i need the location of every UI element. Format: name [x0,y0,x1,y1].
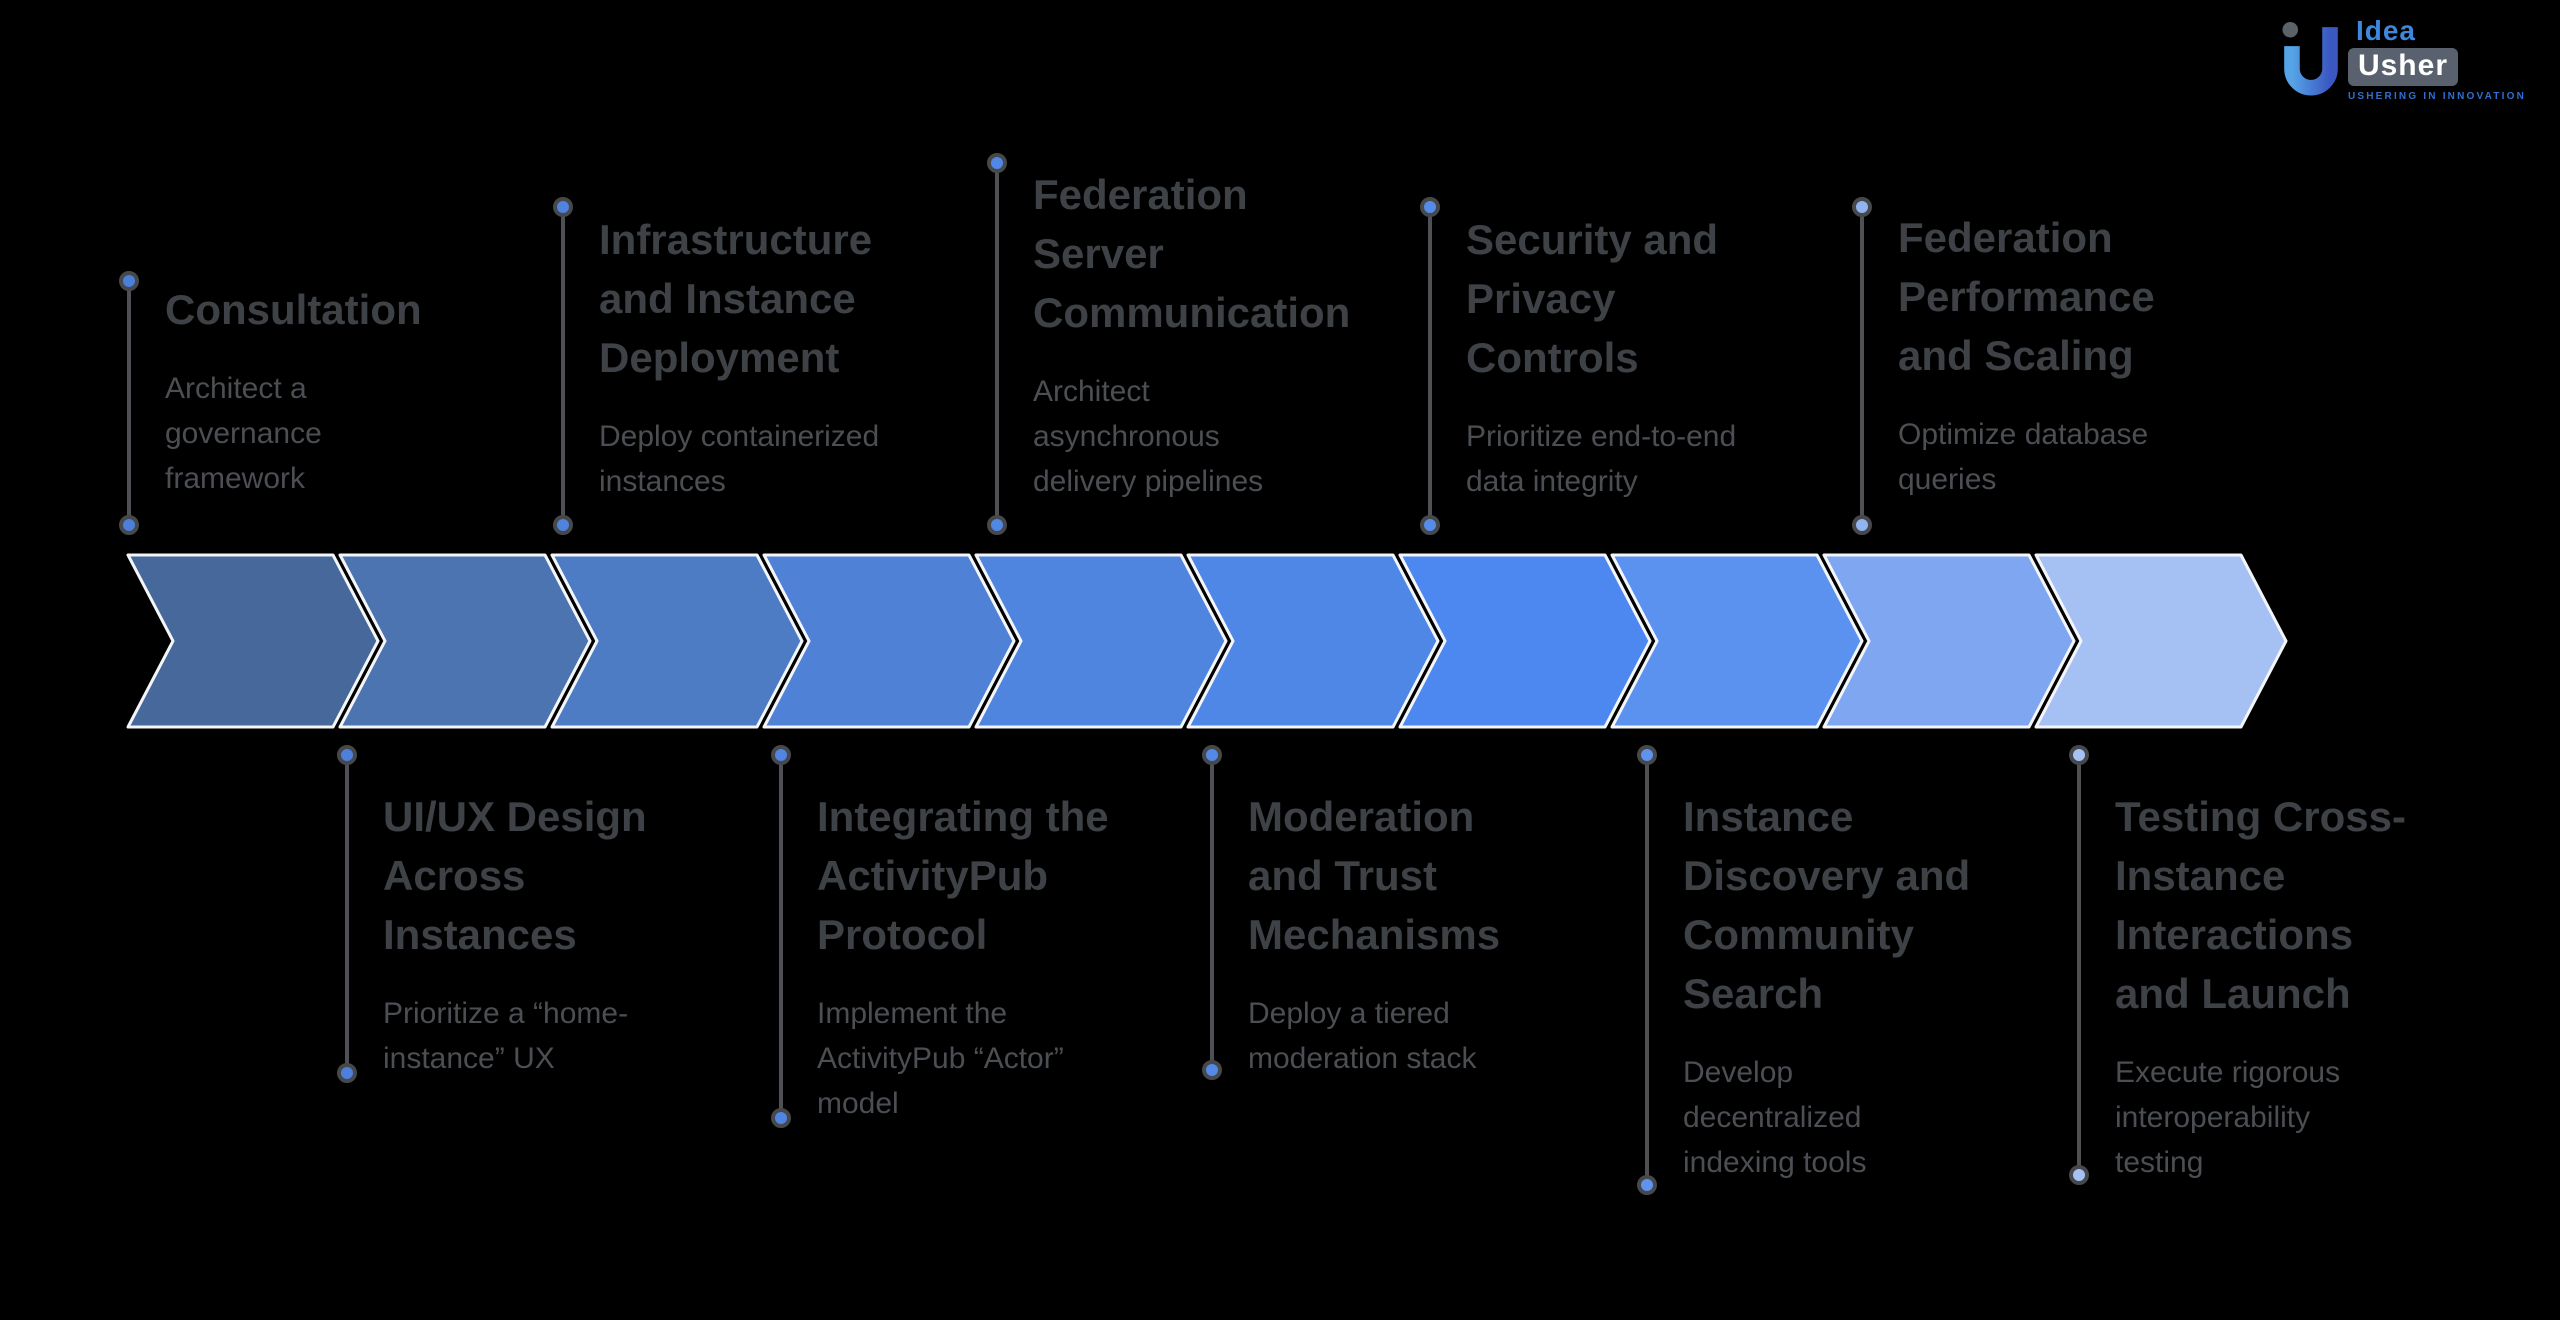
logo-idea-text: Idea [2355,15,2416,46]
step-5-connector [987,153,1007,535]
step-9-dot-bottom [1852,515,1872,535]
step-1-connector [119,271,139,535]
chevron-step-10 [2034,553,2288,729]
step-7-connector-line [1428,207,1432,525]
step-8-connector-line [1645,755,1649,1185]
step-description: Develop decentralized indexing tools [1683,1056,1867,1179]
step-3-dot-top [553,197,573,217]
logo-usher-text: Usher [2347,48,2458,86]
step-10-label: Testing Cross- Instance Interactions and… [2115,787,2545,1185]
step-2-connector-line [345,755,349,1073]
step-description: Architect a governance framework [165,372,322,495]
step-description: Optimize database queries [1898,418,2149,496]
step-2-dot-bottom [337,1063,357,1083]
step-description: Prioritize end-to-end data integrity [1466,420,1737,498]
step-description: Execute rigorous interoperability testin… [2115,1056,2341,1179]
step-4-dot-bottom [771,1108,791,1128]
chevron-step-9 [1822,553,2076,729]
step-description: Architect asynchronous delivery pipeline… [1033,375,1264,498]
step-3-connector-line [561,207,565,525]
step-7-dot-bottom [1420,515,1440,535]
step-title: Moderation and Trust Mechanisms [1248,793,1501,958]
chevron-step-3 [550,553,804,729]
step-title: Consultation [165,286,422,333]
step-4-dot-top [771,745,791,765]
chevron-step-5 [974,553,1228,729]
step-title: Instance Discovery and Community Search [1683,793,1971,1017]
logo-tagline: USHERING IN INNOVATION [2347,91,2526,102]
step-5-connector-line [995,163,999,525]
step-10-connector-line [2077,755,2081,1175]
step-8-connector [1637,745,1657,1195]
chevron-step-6 [1186,553,1440,729]
step-6-connector [1202,745,1222,1080]
step-6-dot-bottom [1202,1060,1222,1080]
chevron-step-2 [338,553,592,729]
step-10-dot-bottom [2069,1165,2089,1185]
step-2-dot-top [337,745,357,765]
step-title: Federation Server Communication [1033,171,1351,336]
step-1-dot-bottom [119,515,139,535]
step-3-dot-bottom [553,515,573,535]
step-description: Prioritize a “home- instance” UX [383,997,629,1075]
step-7-connector [1420,197,1440,535]
step-title: Integrating the ActivityPub Protocol [817,793,1109,958]
step-4-connector [771,745,791,1128]
step-title: Security and Privacy Controls [1466,216,1719,381]
idea-usher-logo: Idea Usher USHERING IN INNOVATION [2279,16,2526,104]
step-9-connector [1852,197,1872,535]
step-title: Testing Cross- Instance Interactions and… [2115,793,2406,1017]
step-description: Implement the ActivityPub “Actor” model [817,997,1064,1120]
chevron-step-7 [1398,553,1652,729]
step-title: Federation Performance and Scaling [1898,214,2155,379]
logo-i-dot [2282,21,2298,38]
chevron-step-8 [1610,553,1864,729]
step-9-connector-line [1860,207,1864,525]
step-8-dot-bottom [1637,1175,1657,1195]
chevron-step-4 [762,553,1016,729]
chevron-step-1 [126,553,380,729]
step-description: Deploy a tiered moderation stack [1248,997,1477,1075]
idea-usher-mark-icon [2282,21,2338,96]
logo-wordmark: Idea Usher USHERING IN INNOVATION [2347,15,2526,103]
step-9-dot-top [1852,197,1872,217]
step-10-dot-top [2069,745,2089,765]
step-8-dot-top [1637,745,1657,765]
step-title: Infrastructure and Instance Deployment [599,216,873,381]
step-1-dot-top [119,271,139,291]
chevron-arrow-band [126,553,2288,729]
step-10-connector [2069,745,2089,1185]
step-6-connector-line [1210,755,1214,1070]
step-6-dot-top [1202,745,1222,765]
step-3-connector [553,197,573,535]
step-title: UI/UX Design Across Instances [383,793,647,958]
logo-u-shape [2284,27,2338,96]
step-5-dot-bottom [987,515,1007,535]
step-4-connector-line [779,755,783,1118]
step-5-dot-top [987,153,1007,173]
step-1-connector-line [127,281,131,525]
step-2-connector [337,745,357,1083]
step-description: Deploy containerized instances [599,420,880,498]
step-7-dot-top [1420,197,1440,217]
